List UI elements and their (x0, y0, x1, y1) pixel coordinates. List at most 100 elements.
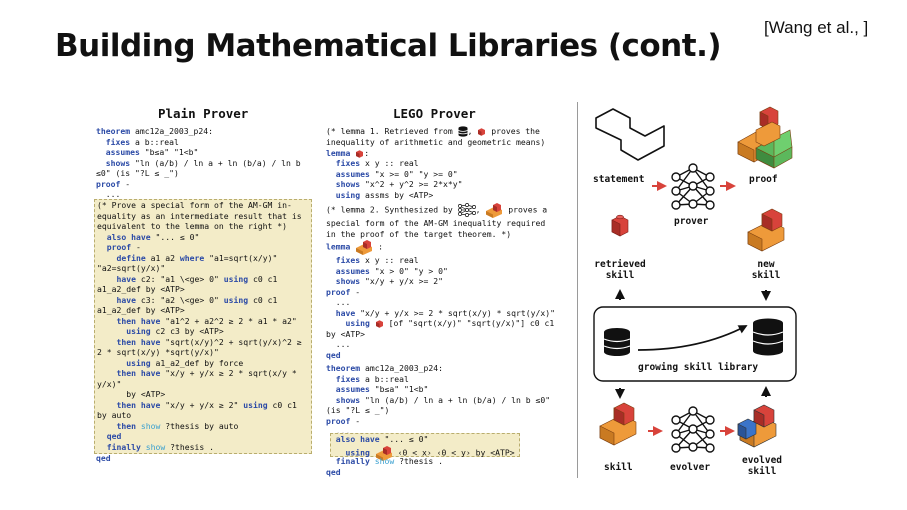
code-text: special form of the AM-GM inequality req… (326, 218, 546, 228)
code-text: c3: "a2 \<ge> 0" (136, 294, 224, 305)
lego-prover-heading: LEGO Prover (393, 106, 476, 121)
code-keyword: lemma (326, 241, 351, 252)
code-text: a1 a2 (145, 252, 180, 263)
code-line: define a1 a2 where "a1=sqrt(x/y)" (97, 253, 302, 264)
code-keyword: proof (326, 415, 351, 426)
nn-icon (457, 203, 476, 217)
retrieved-skill-brick-icon (611, 214, 629, 237)
code-keyword: qed (326, 466, 341, 477)
code-keyword: then have (116, 315, 161, 326)
code-line: lemma : (326, 148, 545, 159)
library-db-small-icon (603, 328, 631, 356)
red-brick-icon (356, 149, 364, 158)
label-skill-library: growing skill library (638, 362, 759, 373)
code-keyword: then (116, 420, 137, 431)
code-text: "a2=sqrt(y/x)" (97, 263, 166, 273)
code-keyword: qed (106, 431, 122, 441)
red-brick-icon (478, 128, 486, 136)
code-line: lemma : (326, 239, 555, 255)
code-line: proof - (326, 416, 550, 427)
code-line: ... (96, 189, 301, 200)
code-line: also have "... ≤ 0" (97, 232, 302, 243)
code-text: - (350, 286, 361, 297)
code-line: a1_a2_def by <ATP> (97, 284, 302, 295)
code-text: ... (96, 189, 121, 199)
code-line: ... (326, 426, 550, 437)
code-keyword: using (243, 399, 268, 410)
code-text: equivalent to the lemma on the right *) (97, 221, 288, 231)
code-keyword: fixes (105, 136, 131, 147)
code-line: ≤0" (is "?L ≤ _") (96, 168, 301, 179)
orange-brick-icon (375, 445, 392, 461)
code-keyword: shows (335, 276, 361, 286)
code-text: "x/y + y/x ≥ 2" (160, 399, 244, 410)
code-keyword: theorem (326, 363, 361, 373)
citation: [Wang et al., ] (764, 18, 869, 37)
code-keyword: fixes (335, 255, 361, 265)
code-keyword: using (345, 447, 370, 457)
code-keyword: assumes (335, 265, 370, 276)
code-text: by <ATP> (326, 328, 365, 339)
plain-code-end: qed (96, 453, 111, 464)
code-text: c2 c3 by <ATP> (150, 326, 224, 336)
code-line: qed (96, 453, 111, 464)
code-line: fixes x y :: real (326, 255, 555, 266)
code-keyword: then have (116, 368, 161, 378)
code-text: [of "sqrt(x/y)" "sqrt(y/x)"] c0 c1 (383, 318, 555, 328)
code-text: c0 c1 (267, 399, 297, 410)
code-line: then have "sqrt(x/y)^2 + sqrt(y/x)^2 ≥ (97, 337, 302, 348)
code-line: shows "ln (a/b) / ln a + ln (b/a) / ln b… (326, 395, 550, 406)
label-statement: statement (593, 174, 645, 185)
code-line: 2 * sqrt(x/y) *sqrt(y/x)" (97, 347, 302, 358)
code-line: ... (326, 297, 555, 308)
code-line: assumes "b≤a" "1<b" (96, 147, 301, 158)
code-text: , (475, 204, 486, 215)
code-keyword: have (116, 273, 137, 284)
code-line: (* lemma 2. Synthesized by , proves a (326, 202, 555, 218)
label-retrieved-skill: retrieved skill (594, 259, 646, 281)
code-line: "a2=sqrt(y/x)" (97, 263, 302, 274)
code-line: (* Prove a special form of the AM-GM in- (97, 200, 302, 211)
code-text: "... ≤ 0" (379, 434, 429, 444)
code-keyword: fixes (335, 373, 361, 384)
code-line: qed (326, 350, 555, 361)
lego-code-theorem: theorem amc12a_2003_p24: fixes a b::real… (326, 363, 550, 437)
code-text: , (467, 126, 478, 136)
code-text: x y :: real (360, 158, 419, 168)
code-line: finally show ?thesis . (97, 442, 302, 453)
plain-code-top: theorem amc12a_2003_p24: fixes a b::real… (96, 126, 301, 200)
code-text: a b::real (360, 373, 409, 384)
code-text: ≤0" (is "?L ≤ _") (96, 168, 179, 178)
code-keyword: qed (326, 349, 341, 360)
code-line: (* lemma 1. Retrieved from , proves the (326, 126, 545, 137)
code-text: "x >= 0" "y >= 0" (369, 168, 458, 179)
code-keyword: have (116, 294, 137, 305)
code-text: : (373, 241, 383, 252)
code-keyword: fixes (335, 158, 361, 168)
code-line: proof - (96, 179, 301, 190)
lego-code-highlighted: also have "... ≤ 0" using ‹0 < x› ‹0 < y… (326, 434, 515, 461)
plain-prover-heading: Plain Prover (158, 106, 249, 121)
code-line: fixes a b::real (96, 137, 301, 148)
code-keyword: using (223, 273, 249, 284)
plain-code-highlighted: (* Prove a special form of the AM-GM in-… (97, 200, 302, 452)
code-keyword: theorem (96, 126, 131, 136)
code-text: amc12a_2003_p24: (360, 363, 443, 373)
code-text: "ln (a/b) / ln a + ln (b/a) / ln b ≤0" (360, 394, 551, 405)
label-evolved-skill: evolved skill (741, 455, 783, 477)
orange-brick-icon (486, 203, 503, 218)
code-line: proof - (97, 242, 302, 253)
code-line: also have "... ≤ 0" (326, 434, 515, 445)
code-line: in the proof of the target theorem. *) (326, 229, 555, 240)
code-line: have c2: "a1 \<ge> 0" using c0 c1 (97, 274, 302, 285)
code-text: "x^2 + y^2 >= 2*x*y" (360, 179, 463, 189)
code-text: c0 c1 (248, 294, 278, 305)
code-keyword: assumes (105, 147, 140, 157)
library-growth-arrow (637, 325, 748, 351)
code-text: x y :: real (360, 255, 419, 265)
code-text: "ln (a/b) / ln a + ln (b/a) / ln b (130, 157, 301, 168)
code-text: equality as an intermediate result that … (97, 210, 302, 221)
